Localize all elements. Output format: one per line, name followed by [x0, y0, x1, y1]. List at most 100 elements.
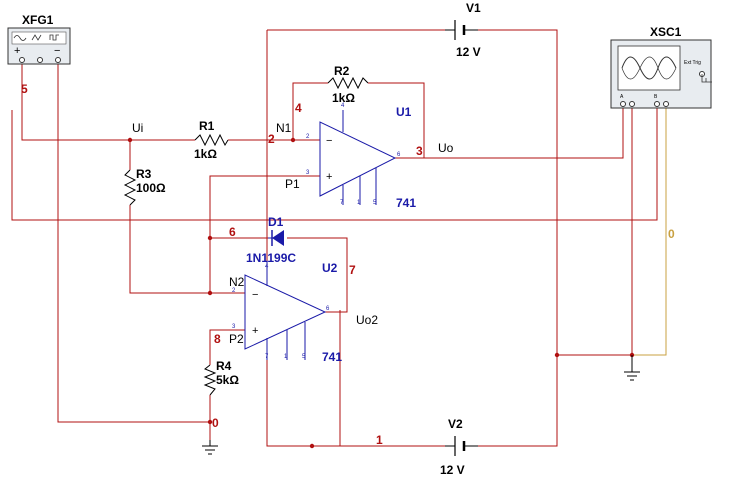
- wires: [11, 29, 658, 447]
- u2-pin: 3: [232, 324, 236, 330]
- xfg-terminal-minus: [55, 57, 61, 63]
- waveform-icon-2: [621, 56, 677, 80]
- net-number: 0: [212, 416, 219, 430]
- wire-r3-bottom: [129, 205, 245, 294]
- opamp-u1[interactable]: − + 2 3 6 4 7 1 5 U1 741: [306, 103, 416, 210]
- minus-sign: −: [54, 45, 60, 57]
- wire-uo: [390, 108, 624, 159]
- resistor-r2[interactable]: R2 1kΩ: [327, 64, 369, 105]
- wire-net0-scope: [557, 108, 633, 356]
- triangle-icon: [31, 34, 42, 41]
- r4-name: R4: [216, 359, 232, 373]
- wire-xfg-ui: [21, 64, 195, 141]
- d1-name: D1: [268, 215, 284, 229]
- waveform-icon: [621, 56, 677, 80]
- resistor-r3[interactable]: R3 100Ω: [123, 167, 166, 206]
- ext-trig-lead: [701, 74, 712, 83]
- u1-model: 741: [396, 196, 416, 210]
- u2-model: 741: [322, 350, 342, 364]
- u1-pin: 7: [340, 200, 344, 206]
- diode-arrow-icon: [272, 230, 284, 246]
- ground-icon: [624, 355, 640, 381]
- u1-pin: 4: [341, 103, 345, 109]
- net-number: 8: [214, 332, 221, 346]
- battery-v2[interactable]: V2 12 V: [440, 417, 478, 477]
- r1-name: R1: [199, 119, 215, 133]
- junction-dot: [290, 137, 296, 143]
- wire-left-rail: [266, 30, 445, 447]
- xsc-ext-trig: Ext Trig: [684, 60, 701, 66]
- r2-value: 1kΩ: [332, 91, 355, 105]
- sine-icon: [13, 35, 27, 41]
- xfg-terminal-plus: [19, 57, 25, 63]
- r2-name: R2: [334, 64, 350, 78]
- net-number: 0: [668, 227, 675, 241]
- wire-feedback-left: [292, 82, 328, 140]
- net-number: 4: [295, 101, 302, 115]
- plus-sign: +: [14, 45, 20, 57]
- r1-value: 1kΩ: [194, 147, 217, 161]
- u2-pin: 4: [265, 264, 269, 270]
- net-number: 7: [349, 263, 356, 277]
- u2-pin: 2: [232, 288, 236, 294]
- opamp-triangle: [319, 121, 397, 197]
- resistor-r1[interactable]: R1 1kΩ: [194, 119, 229, 161]
- u1-name: U1: [396, 105, 412, 119]
- r3-value: 100Ω: [136, 181, 166, 195]
- net-number: 6: [229, 225, 236, 239]
- junction-dot: [207, 235, 213, 241]
- d1-model: 1N1199C: [246, 251, 296, 265]
- opamp-triangle: [244, 274, 327, 350]
- xsc-terminal-b-plus: [654, 101, 660, 107]
- v1-value: 12 V: [456, 45, 481, 59]
- junction-dot: [554, 352, 560, 358]
- battery-v1[interactable]: V1 12 V: [445, 1, 481, 59]
- wire-p2: [209, 329, 245, 365]
- square-icon: [49, 34, 59, 41]
- u2-pin: 6: [326, 306, 330, 312]
- oscilloscope[interactable]: XSC1 Ext Trig A B: [610, 25, 712, 109]
- junctions: [127, 137, 635, 449]
- svg-text:+: +: [252, 325, 258, 337]
- junction-dot: [127, 137, 133, 143]
- node-label-ui: Ui: [132, 121, 143, 135]
- wire-net5: [11, 108, 658, 221]
- junction-dot: [207, 290, 213, 296]
- net-number: 3: [416, 144, 423, 158]
- svg-text:−: −: [252, 289, 258, 301]
- net-number: 1: [376, 433, 383, 447]
- resistor-r4[interactable]: R4 5kΩ: [203, 359, 239, 396]
- xsc-terminal-a-minus: [629, 101, 635, 107]
- xsc-screen: [617, 45, 681, 91]
- u1-pin: 5: [373, 200, 377, 206]
- u1-pin: 6: [397, 152, 401, 158]
- node-label-uo2: Uo2: [356, 313, 378, 327]
- u2-pin: 1: [284, 354, 288, 360]
- ground-symbols: [202, 355, 640, 455]
- u2-pin: 5: [302, 354, 306, 360]
- u1-pin: 2: [306, 134, 310, 140]
- xsc-terminal-a-plus: [620, 101, 626, 107]
- xfg-label: XFG1: [22, 13, 54, 27]
- diode-d1[interactable]: D1 1N1199C: [246, 215, 296, 265]
- v2-name: V2: [448, 417, 463, 431]
- svg-text:−: −: [326, 135, 332, 147]
- svg-text:+: +: [326, 171, 332, 183]
- xfg-terminal-common: [37, 57, 43, 63]
- xsc-terminal-b-minus: [663, 101, 669, 107]
- node-label-uo: Uo: [438, 141, 454, 155]
- function-generator[interactable]: XFG1 + −: [7, 13, 71, 65]
- u1-pin: 3: [306, 170, 310, 176]
- opamp-u2[interactable]: − + 2 3 6 4 7 1 5 U2 741: [232, 261, 342, 364]
- xsc-ch-a: A: [620, 94, 624, 100]
- xsc-label: XSC1: [650, 25, 682, 39]
- wire-p1: [209, 175, 320, 293]
- net-number: 2: [268, 132, 275, 146]
- wire-v1-right: [478, 29, 558, 447]
- r3-name: R3: [136, 167, 152, 181]
- net-number: 5: [21, 82, 28, 96]
- u2-pin: 7: [265, 354, 269, 360]
- node-label-p2: P2: [229, 332, 244, 346]
- v1-name: V1: [466, 1, 481, 15]
